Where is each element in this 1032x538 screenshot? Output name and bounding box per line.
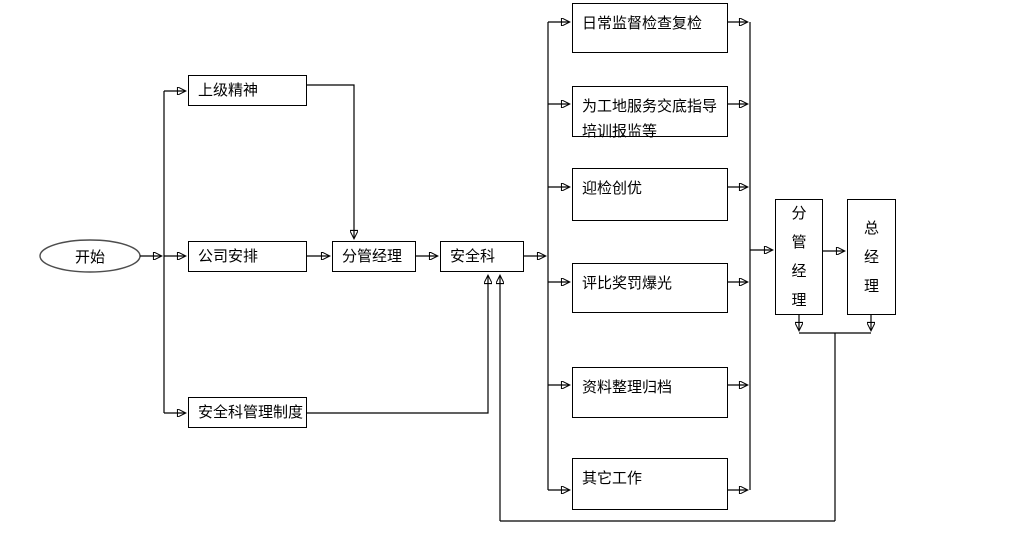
node-task-welcome-inspection: 迎检创优 [572, 168, 728, 221]
node-task-daily-inspection: 日常监督检查复检 [572, 3, 728, 53]
node-task-other: 其它工作 [572, 458, 728, 510]
node-task-daily-inspection-label: 日常监督检查复检 [582, 15, 703, 32]
node-general-manager-label: 总经理 [863, 219, 879, 295]
node-task-site-service-line2: 培训报监等 [582, 123, 658, 140]
node-task-site-service-line1: 为工地服务交底指导 [582, 98, 718, 115]
node-task-other-label: 其它工作 [582, 470, 643, 487]
node-superior-spirit-label: 上级精神 [198, 82, 259, 99]
node-task-site-service: 为工地服务交底指导 培训报监等 [572, 86, 728, 140]
node-task-evaluation: 评比奖罚爆光 [572, 263, 728, 313]
node-deputy-manager: 分管经理 [332, 241, 416, 272]
node-deputy-manager-review: 分管经理 [775, 199, 823, 315]
node-task-evaluation-label: 评比奖罚爆光 [582, 275, 673, 292]
edge-superior-to-deputy [307, 84, 354, 238]
node-safety-dept-rules: 安全科管理制度 [188, 397, 307, 428]
node-deputy-manager-review-label: 分管经理 [791, 205, 807, 309]
node-start-label: 开始 [74, 248, 105, 266]
node-safety-dept-label: 安全科 [450, 248, 496, 265]
node-task-archiving: 资料整理归档 [572, 367, 728, 418]
node-safety-dept: 安全科 [440, 241, 524, 272]
node-task-welcome-inspection-label: 迎检创优 [582, 180, 643, 197]
node-superior-spirit: 上级精神 [188, 75, 307, 106]
node-general-manager: 总经理 [847, 199, 896, 315]
node-deputy-manager-label: 分管经理 [342, 248, 403, 265]
edge-rules-to-safety [307, 276, 488, 414]
node-company-arrangement: 公司安排 [188, 241, 307, 272]
node-safety-dept-rules-label: 安全科管理制度 [198, 404, 304, 421]
node-task-archiving-label: 资料整理归档 [582, 379, 673, 396]
node-company-arrangement-label: 公司安排 [198, 248, 259, 265]
